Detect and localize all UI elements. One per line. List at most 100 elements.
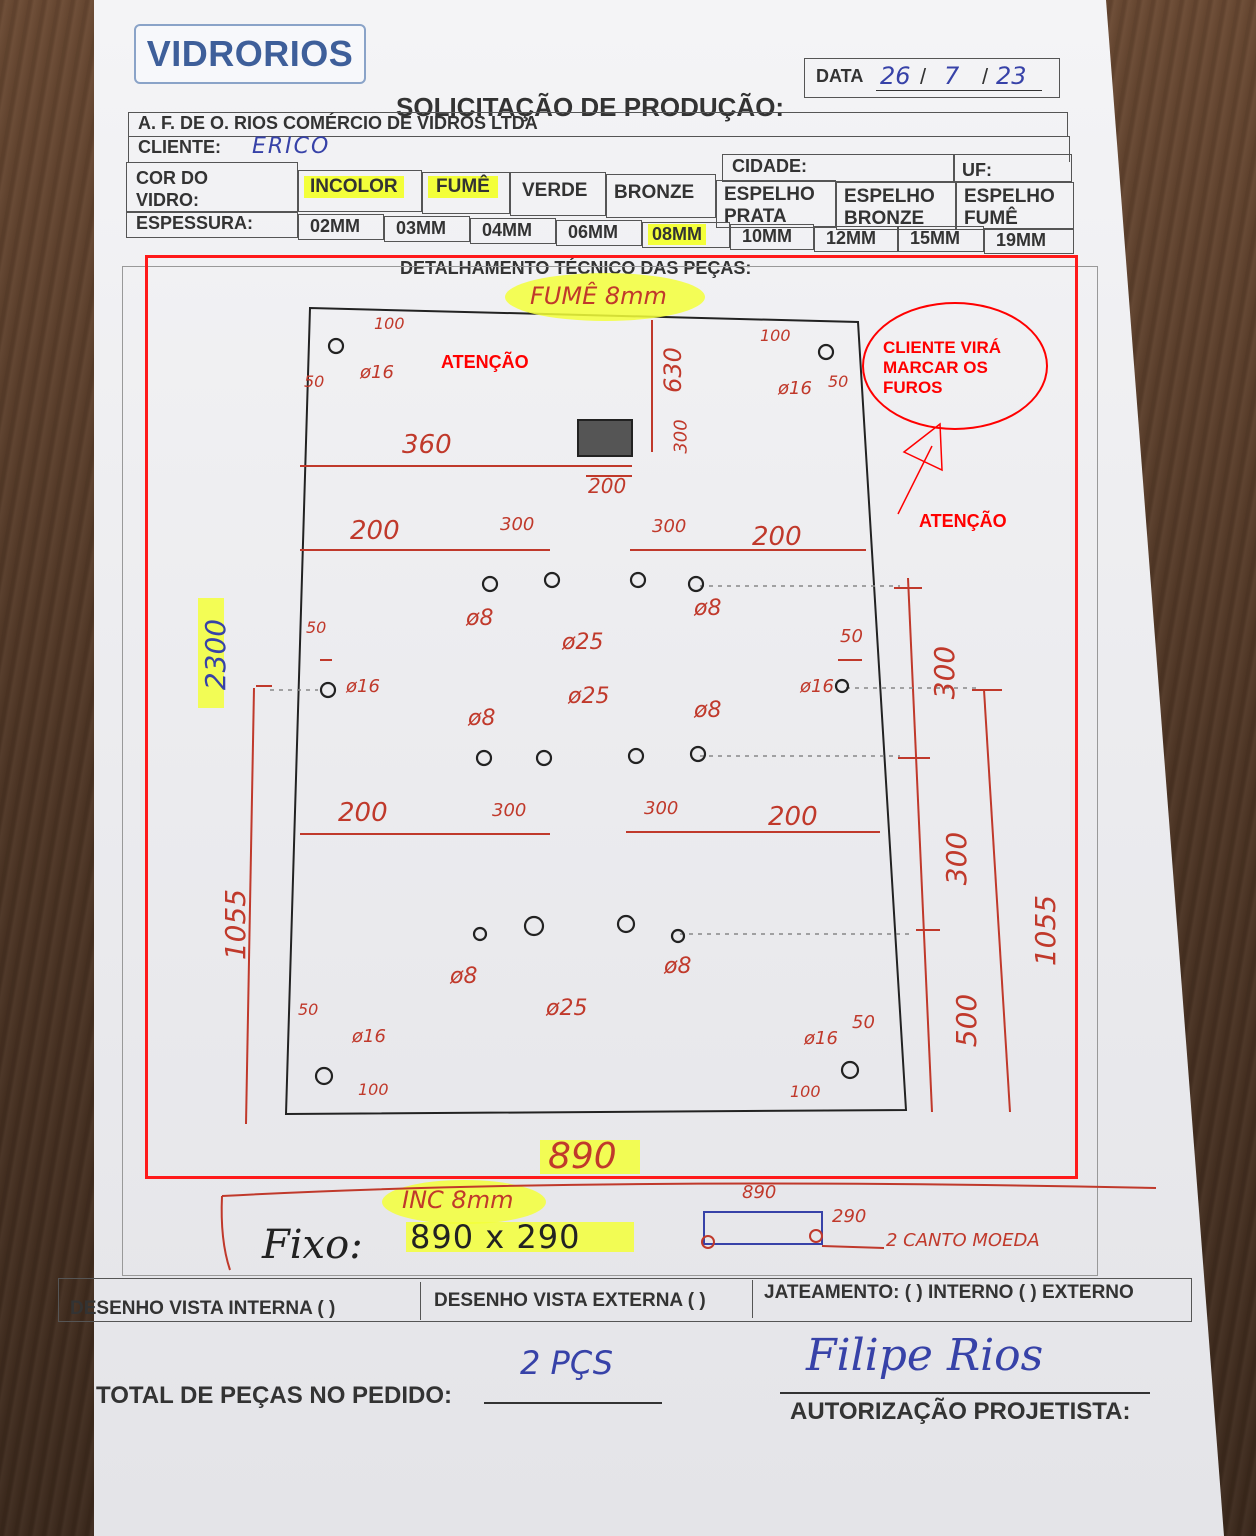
hole-row1-b [543, 571, 561, 589]
view-internal-option[interactable]: DESENHO VISTA INTERNA ( ) [70, 1298, 336, 1319]
hole-label-16-bottom-right: ø16 [804, 1028, 838, 1049]
color-option-bronze-label: BRONZE [614, 182, 695, 203]
hole-label-8-row2-left: ø8 [468, 706, 496, 731]
footer-divider-1 [420, 1282, 421, 1320]
hole-label-16-bottom-left: ø16 [352, 1026, 386, 1047]
view-external-option[interactable]: DESENHO VISTA EXTERNA ( ) [434, 1290, 706, 1311]
hole-mid-right [834, 678, 850, 694]
color-option-fume[interactable] [422, 172, 510, 214]
total-pieces-value: 2 PÇS [520, 1344, 614, 1382]
dim-360: 360 [402, 430, 452, 460]
total-pieces-label: TOTAL DE PEÇAS NO PEDIDO: [96, 1382, 453, 1409]
fixed-sketch-corner-left [701, 1235, 715, 1249]
fixed-sketch-height: 290 [832, 1206, 867, 1227]
company-row [128, 112, 1068, 136]
width-highlight [540, 1140, 640, 1174]
dim-200-row2-right: 200 [768, 802, 818, 832]
color-option-incolor[interactable] [298, 170, 422, 212]
color-option-incolor-label: INCOLOR [304, 176, 404, 198]
fixed-note-highlight [382, 1180, 546, 1224]
espelho-bronze-line2: BRONZE [844, 208, 925, 229]
thickness-option-02mm[interactable] [298, 214, 384, 240]
thickness-option-03mm[interactable] [384, 216, 470, 242]
espelho-fume-line1: ESPELHO [964, 186, 1055, 207]
city-cell [722, 154, 954, 182]
hole-label-16-mid-right: ø16 [800, 676, 834, 697]
hole-label-25-row3: ø25 [546, 996, 588, 1021]
thickness-option-04mm[interactable] [470, 218, 556, 244]
dim-300-row1-right: 300 [652, 516, 687, 537]
thickness-option-12mm[interactable] [814, 226, 898, 252]
technical-section-title: DETALHAMENTO TÉCNICO DAS PEÇAS: [400, 258, 752, 278]
espelho-prata-line1: ESPELHO [724, 184, 815, 205]
corner-dim-100-bottom-right: 100 [790, 1082, 821, 1101]
thickness-option-15mm[interactable] [898, 226, 984, 252]
client-label: CLIENTE: [138, 137, 221, 157]
glass-color-label-2: VIDRO: [136, 190, 199, 210]
color-option-bronze[interactable] [606, 174, 716, 218]
fixed-glass-note: INC 8mm [402, 1186, 514, 1214]
hole-label-16-mid-left: ø16 [346, 676, 380, 697]
fixed-sketch-note: 2 CANTO MOEDA [886, 1230, 1040, 1251]
thickness-option-label: 15MM [910, 228, 961, 248]
fixed-dimension: 890 x 290 [410, 1218, 581, 1256]
dotted-guides [270, 585, 976, 935]
corner-dim-50-top-left: 50 [304, 372, 325, 391]
color-option-verde[interactable] [510, 172, 606, 216]
city-label: CIDADE: [732, 156, 807, 176]
corner-dim-50-bottom-right: 50 [852, 1012, 875, 1033]
thickness-option-08mm[interactable] [642, 222, 730, 248]
client-row [128, 136, 1070, 162]
thickness-option-19mm[interactable] [984, 228, 1074, 254]
sandblast-option[interactable]: JATEAMENTO: ( ) INTERNO ( ) EXTERNO [764, 1282, 1134, 1303]
dim-200-row1-right: 200 [752, 522, 802, 552]
footer-row [58, 1278, 1192, 1322]
color-option-fume-label: FUMÊ [428, 176, 498, 198]
hole-label-25-row1: ø25 [562, 630, 604, 655]
hole-top-left [327, 337, 345, 355]
fixed-dim-highlight [406, 1222, 634, 1252]
color-option-espelho-fume[interactable] [956, 182, 1074, 230]
fixed-section-bracket [221, 1182, 1157, 1197]
thickness-option-label: 03MM [396, 218, 447, 238]
hole-row1-c [629, 571, 647, 589]
thickness-option-06mm[interactable] [556, 220, 642, 246]
thickness-option-label: 19MM [996, 230, 1047, 250]
hole-label-8-row1-left: ø8 [466, 606, 494, 631]
thickness-option-label: 06MM [568, 222, 619, 242]
hole-label-16-top-left: ø16 [360, 362, 394, 383]
fixed-sketch-width: 890 [742, 1182, 777, 1203]
espelho-prata-line2: PRATA [724, 206, 787, 227]
thickness-option-10mm[interactable] [730, 224, 814, 250]
hole-row3-b [523, 915, 545, 937]
technical-section-frame [122, 266, 1098, 1276]
date-label: DATA [816, 66, 864, 86]
thickness-option-label: 12MM [826, 228, 877, 248]
dim-200-row1-left: 200 [350, 516, 400, 546]
glass-panel-outline [284, 306, 908, 1116]
hole-label-8-row2-right: ø8 [694, 698, 722, 723]
hole-top-right [817, 343, 835, 361]
holes [314, 337, 860, 1086]
company-logo: VIDRORIOS [134, 24, 366, 84]
top-note-highlight [505, 273, 705, 321]
hole-row2-c [627, 747, 645, 765]
designer-signature: Filipe Rios [806, 1330, 1044, 1381]
corner-dim-100-top-left: 100 [374, 314, 405, 333]
top-glass-note: FUMÊ 8mm [530, 282, 667, 310]
authorization-label: AUTORIZAÇÃO PROJETISTA: [790, 1398, 1131, 1425]
hatched-cutout [577, 419, 633, 457]
hole-bottom-right [840, 1060, 860, 1080]
hole-row1-a [481, 575, 499, 593]
callout-oval [862, 302, 1048, 430]
date-box [804, 58, 1060, 98]
corner-dim-50-mid-left: 50 [306, 618, 327, 637]
attention-label-top: ATENÇÃO [441, 352, 529, 372]
color-option-espelho-bronze[interactable] [836, 182, 956, 230]
thickness-option-label: 04MM [482, 220, 533, 240]
fixed-sketch-pointer [821, 1245, 885, 1249]
color-option-espelho-prata[interactable] [716, 180, 836, 228]
callout-text: CLIENTE VIRÁ MARCAR OS FUROS [883, 338, 1002, 397]
form-title: SOLICITAÇÃO DE PRODUÇÃO: [396, 92, 785, 122]
